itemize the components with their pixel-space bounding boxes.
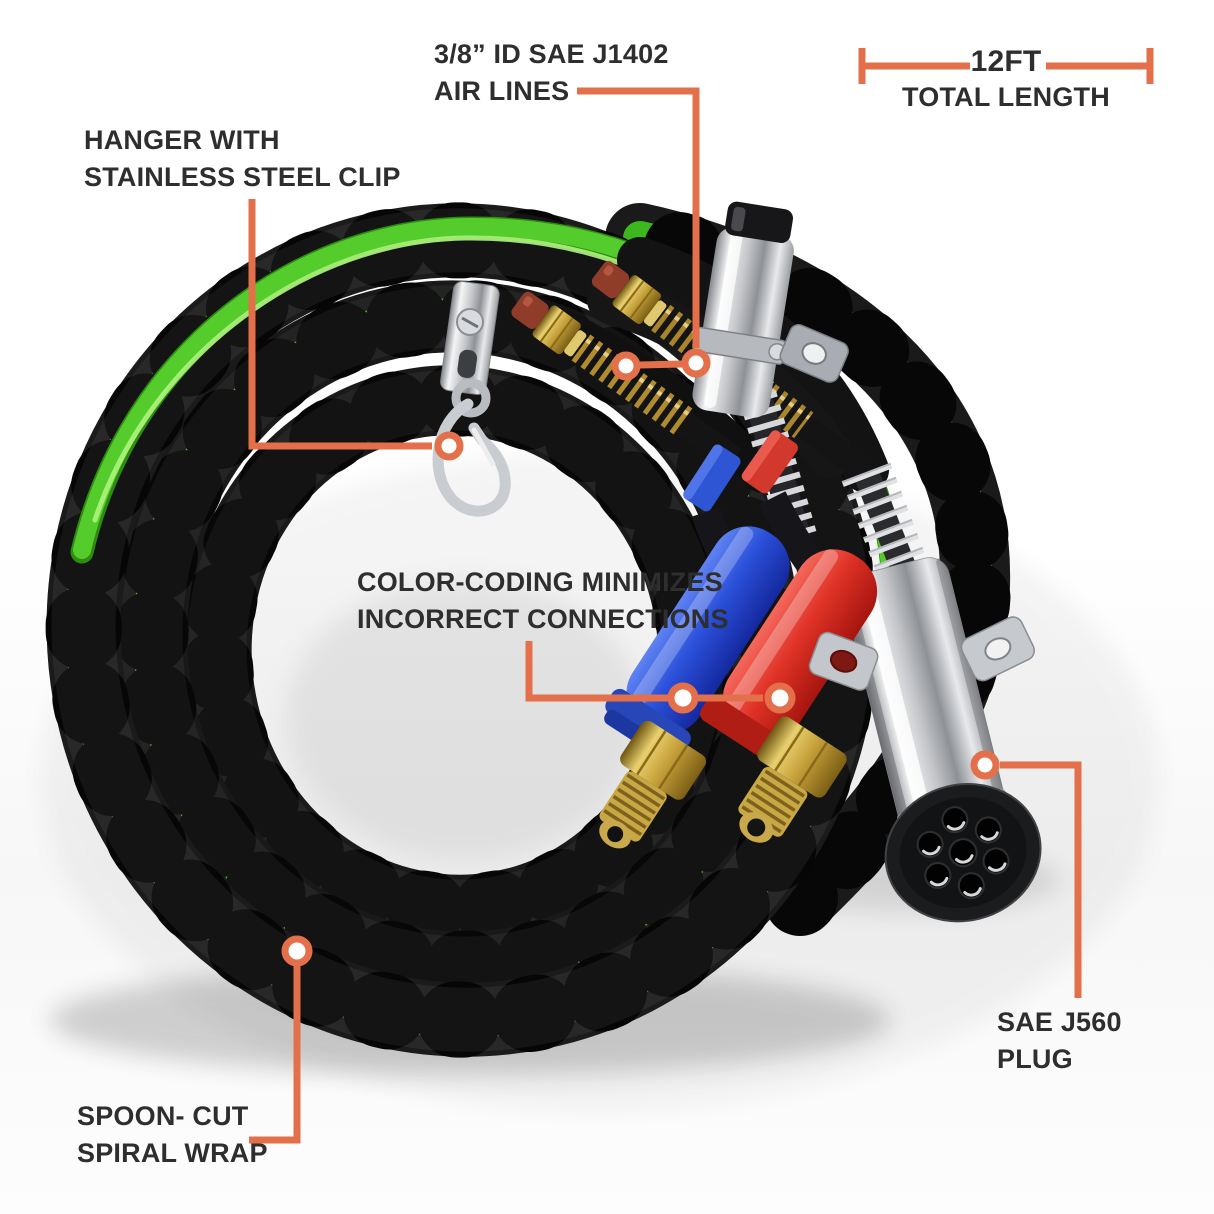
callout-total-length: 12FT TOTAL LENGTH bbox=[862, 44, 1150, 114]
red-brass-fitting bbox=[738, 716, 847, 843]
total-length-value: 12FT bbox=[970, 45, 1042, 78]
red-band bbox=[741, 430, 798, 494]
blue-brass-fitting bbox=[599, 720, 707, 849]
callout-air-lines-line2: AIR LINES bbox=[434, 76, 570, 106]
callout-spiral-wrap-line1: SPOON- CUT bbox=[77, 1101, 249, 1131]
callout-hanger-line1: HANGER WITH bbox=[84, 125, 280, 155]
pin-sockets bbox=[916, 806, 1010, 900]
callout-plug-line2: PLUG bbox=[997, 1044, 1073, 1074]
j560-pin-face bbox=[884, 783, 1042, 923]
callout-color-coding-line2: INCORRECT CONNECTIONS bbox=[357, 604, 729, 634]
callout-spiral-wrap-line2: SPIRAL WRAP bbox=[77, 1138, 268, 1168]
callout-air-lines: 3/8” ID SAE J1402 AIR LINES bbox=[434, 36, 669, 110]
j560-plug bbox=[841, 462, 1042, 923]
red-handle-bracket bbox=[808, 631, 879, 691]
fitting-cap bbox=[511, 291, 549, 329]
callout-hanger-line2: STAINLESS STEEL CLIP bbox=[84, 162, 401, 192]
total-length-label: TOTAL LENGTH bbox=[902, 82, 1110, 112]
callout-color-coding-line1: COLOR-CODING MINIMIZES bbox=[357, 567, 723, 597]
callout-spiral-wrap: SPOON- CUT SPIRAL WRAP bbox=[77, 1098, 268, 1172]
callout-air-lines-line1: 3/8” ID SAE J1402 bbox=[434, 39, 669, 69]
callout-plug: SAE J560 PLUG bbox=[997, 1004, 1122, 1078]
callout-color-coding: COLOR-CODING MINIMIZES INCORRECT CONNECT… bbox=[357, 564, 729, 638]
blue-band bbox=[683, 444, 741, 512]
plug-ear-right bbox=[960, 616, 1035, 682]
callout-hanger: HANGER WITH STAINLESS STEEL CLIP bbox=[84, 122, 401, 196]
brass-nut bbox=[532, 305, 581, 355]
callout-plug-line1: SAE J560 bbox=[997, 1007, 1122, 1037]
